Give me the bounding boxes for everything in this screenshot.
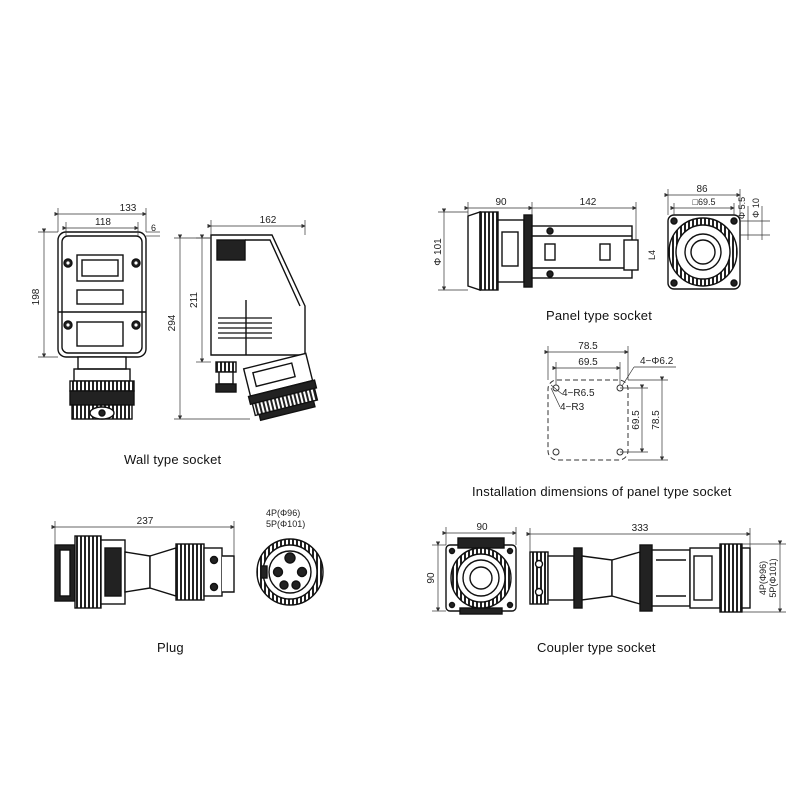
dim-install-r3: 4−R3 — [560, 402, 585, 413]
dim-coupler-dia-5p: 5P(Φ101) — [768, 558, 778, 597]
caption-plug: Plug — [157, 640, 184, 655]
dim-wall-front-height: 198 — [31, 288, 42, 305]
plug-front-view — [256, 538, 324, 606]
dim-panel-dia: Φ 101 — [433, 238, 444, 266]
caption-coupler-type-socket: Coupler type socket — [537, 640, 656, 655]
coupler-socket-front-view — [445, 537, 517, 615]
dim-panel-front-len: 90 — [495, 197, 507, 208]
wall-socket-front-view — [57, 231, 147, 420]
coupler-side-dimensions — [526, 528, 786, 613]
panel-front-dimensions — [664, 189, 770, 240]
dim-install-inner-w: 69.5 — [578, 357, 598, 368]
panel-socket-side-view — [467, 211, 639, 291]
caption-panel-type-socket: Panel type socket — [546, 308, 653, 323]
panel-socket-front-view — [667, 214, 741, 290]
dim-wall-front-width-outer: 133 — [120, 203, 137, 214]
coupler-front-dimensions — [432, 527, 517, 612]
dim-install-inner-h: 69.5 — [631, 410, 642, 430]
dim-wall-side-depth: 162 — [260, 215, 277, 226]
caption-wall-type-socket: Wall type socket — [124, 452, 222, 467]
dim-panel-body-len: 142 — [580, 197, 597, 208]
wall-socket-side-view — [210, 234, 319, 422]
plug-side-view — [54, 535, 235, 609]
dim-wall-front-side: 6 — [151, 223, 156, 233]
dim-panel-l4: L4 — [647, 250, 657, 260]
dim-coupler-face-w: 90 — [476, 522, 488, 533]
dim-coupler-len: 333 — [632, 523, 649, 534]
dim-plug-dia-4p: 4P(Φ96) — [266, 508, 300, 518]
caption-installation-dimensions: Installation dimensions of panel type so… — [472, 484, 732, 499]
dim-coupler-face-h: 90 — [426, 572, 437, 584]
plug-dimensions — [51, 521, 235, 556]
dim-install-r65: 4−R6.5 — [562, 388, 595, 399]
dim-install-holes: 4−Φ6.2 — [640, 356, 674, 367]
dim-panel-hole-10: Φ 10 — [751, 198, 761, 218]
dim-wall-side-height-box: 211 — [189, 292, 200, 308]
wall-side-dimensions — [174, 220, 306, 420]
coupler-socket-side-view — [529, 543, 751, 613]
installation-dimensions — [544, 346, 676, 461]
dim-coupler-dia-4p: 4P(Φ96) — [758, 561, 768, 595]
panel-side-dimensions — [438, 202, 637, 291]
dim-panel-face-square: □69.5 — [693, 197, 716, 207]
dim-install-outer-h: 78.5 — [651, 410, 662, 430]
dim-plug-length: 237 — [137, 516, 154, 527]
wall-front-dimensions — [38, 208, 160, 358]
dim-plug-dia-5p: 5P(Φ101) — [266, 519, 305, 529]
dim-panel-hole-55: Φ 5.5 — [737, 197, 747, 219]
dim-wall-side-height-total: 294 — [167, 314, 178, 331]
dim-install-outer-w: 78.5 — [578, 341, 598, 352]
dim-panel-face-width: 86 — [696, 184, 708, 195]
dim-wall-front-width-inner: 118 — [95, 217, 111, 228]
